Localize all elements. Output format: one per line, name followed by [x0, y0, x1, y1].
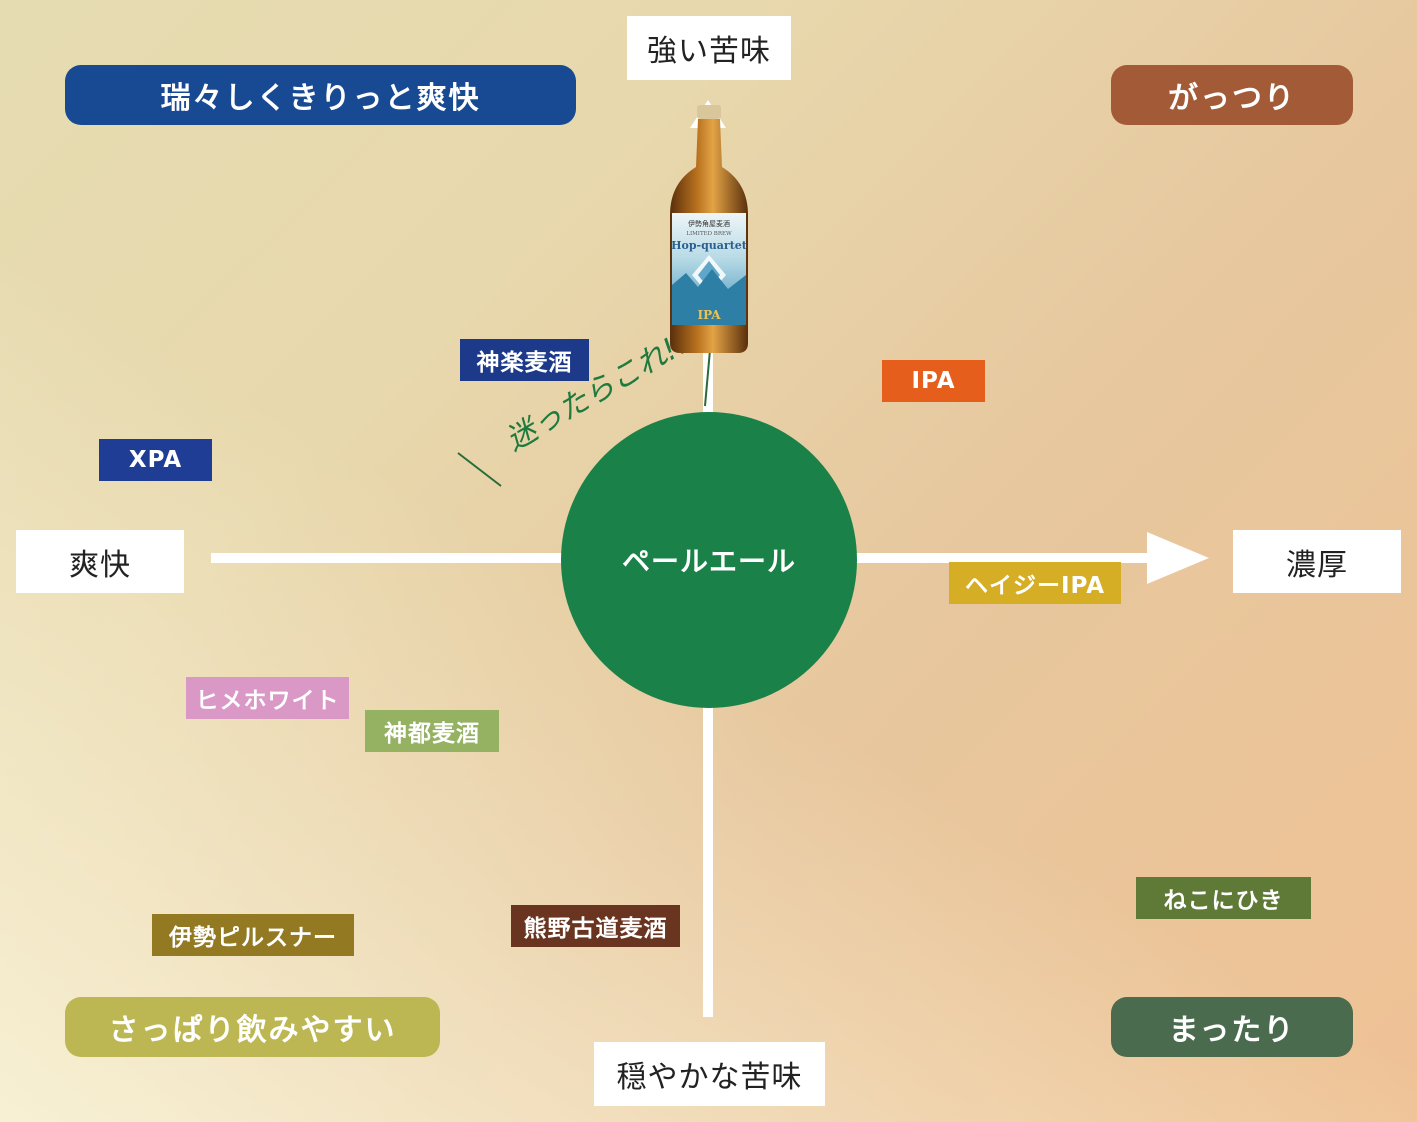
bottle-brand-text: 伊勢角屋麦酒: [688, 219, 730, 228]
beer-tag-kagura: 神楽麦酒: [460, 339, 589, 381]
beer-tag-xpa: XPA: [99, 439, 212, 481]
beer-tag-ipa: IPA: [882, 360, 985, 402]
axis-vertical-bottom: [703, 705, 713, 1017]
quadrant-label-top-right: がっつり: [1111, 65, 1353, 125]
quadrant-label-bottom-left: さっぱり飲みやすい: [65, 997, 440, 1057]
beer-tag-hime-white: ヒメホワイト: [186, 677, 349, 719]
axis-label-left: 爽快: [16, 530, 184, 593]
beer-tag-ise-pilsner: 伊勢ピルスナー: [152, 914, 354, 956]
quadrant-label-top-left: 瑞々しくきりっと爽快: [65, 65, 576, 125]
axis-label-top: 強い苦味: [627, 16, 791, 80]
arrow-right-icon: [1147, 532, 1209, 584]
axis-label-right: 濃厚: [1233, 530, 1401, 593]
beer-tag-kamito: 神都麦酒: [365, 710, 499, 752]
bottle-style-text: IPA: [697, 308, 721, 322]
beer-tag-hazy-ipa: ヘイジーIPA: [949, 562, 1121, 604]
beer-tag-kumano: 熊野古道麦酒: [511, 905, 680, 947]
bottle-sub-text: LIMITED BREW: [686, 231, 732, 237]
bottle-name-text: Hop-quartet: [671, 239, 748, 252]
axis-label-bottom: 穏やかな苦味: [594, 1042, 825, 1106]
beer-tag-nekonihiki: ねこにひき: [1136, 877, 1311, 919]
quadrant-label-bottom-right: まったり: [1111, 997, 1353, 1057]
axis-horizontal-right: [854, 553, 1154, 563]
note-stroke-left: [457, 452, 502, 487]
beer-bottle-image: 伊勢角屋麦酒 LIMITED BREW Hop-quartet IPA: [670, 105, 748, 353]
note-stroke-top: [704, 349, 711, 407]
center-circle-pale-ale: ペールエール: [561, 412, 857, 708]
axis-horizontal-left: [211, 553, 566, 563]
